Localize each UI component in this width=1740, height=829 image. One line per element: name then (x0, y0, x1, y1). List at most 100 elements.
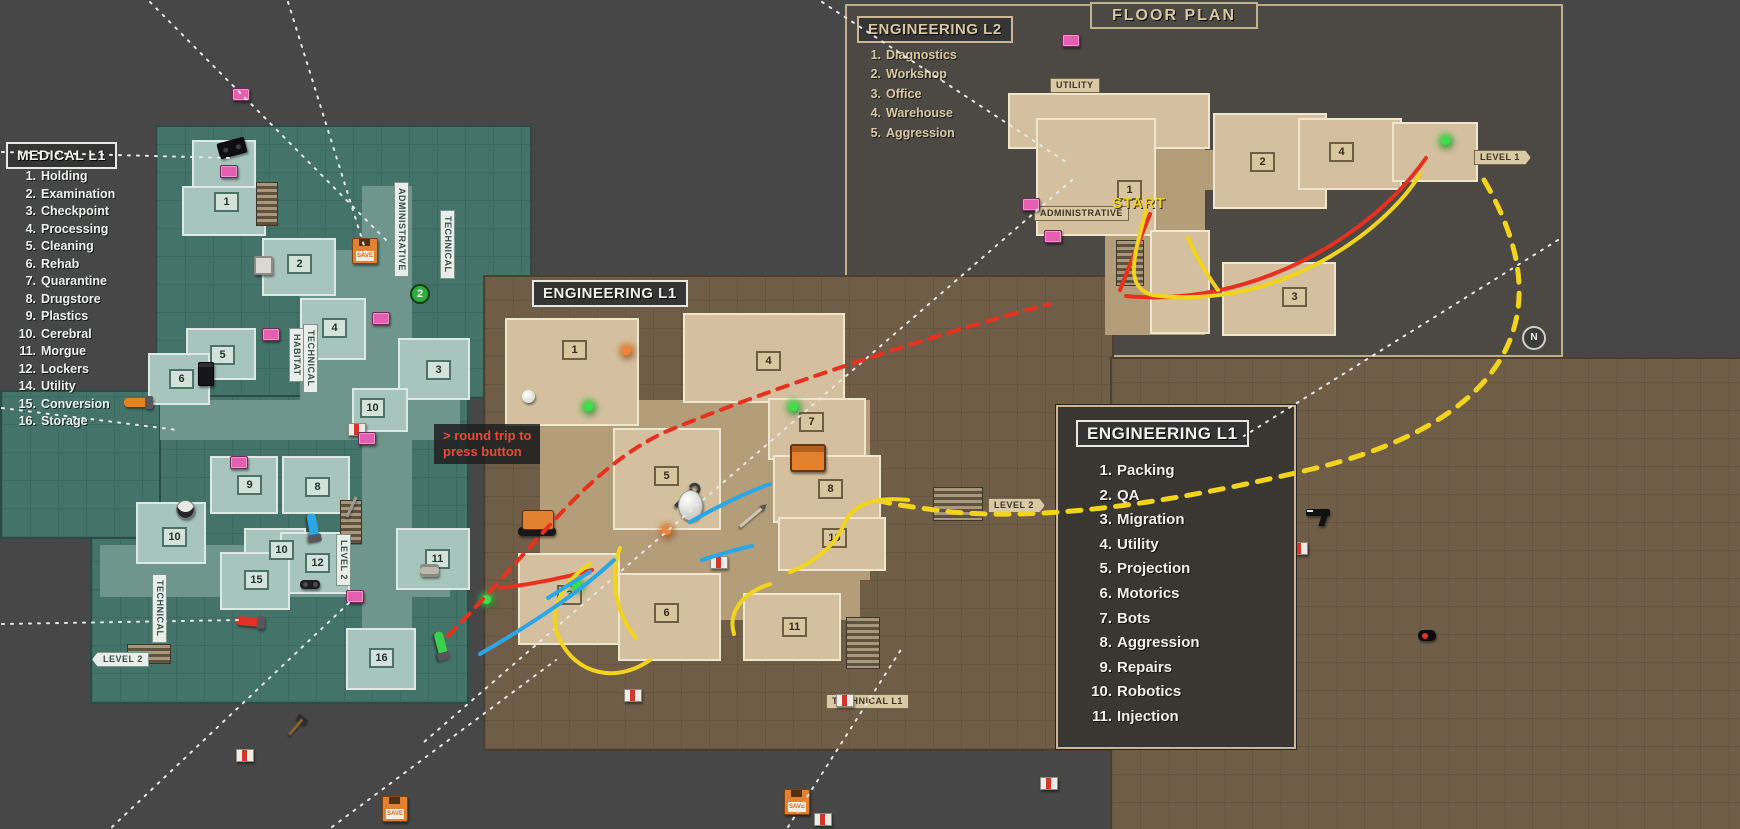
room-number-chip: 2 (1250, 152, 1275, 172)
legend-row: 7.Quarantine (25, 274, 107, 288)
supply-icon (236, 749, 254, 762)
dot-icon (584, 402, 593, 411)
dot-icon (622, 346, 631, 355)
cassette-icon (1022, 198, 1040, 211)
room-number-chip: 1 (214, 192, 239, 212)
staircase (340, 500, 362, 544)
legend-row: 6.Rehab (25, 256, 80, 271)
legend-row: 14.Utility (18, 379, 76, 393)
hand-icon (420, 564, 439, 577)
supply-icon (624, 689, 642, 702)
route-note-line2: press button (443, 444, 522, 459)
legend-row: 5.Projection (1099, 560, 1191, 578)
dot-icon (1441, 136, 1450, 145)
cassette-icon (262, 328, 280, 341)
medical-l1-title: MEDICAL L1 (6, 142, 117, 169)
legend-row: 7.Bots (1099, 609, 1151, 627)
cassette-icon (230, 456, 248, 469)
floppy-icon: SAVE (382, 796, 408, 822)
engineering-l2-room (1222, 262, 1336, 336)
start-label: START (1112, 195, 1166, 212)
map-label-ribbon: LEVEL 1 (1474, 150, 1531, 165)
legend-row: 3.Office (870, 86, 922, 101)
engineering-l2-room (1150, 230, 1210, 334)
engineering-l1-map-title: ENGINEERING L1 (532, 280, 688, 307)
staircase (933, 487, 983, 521)
legend-row: 11.Morgue (19, 344, 87, 358)
legend-row: 10.Robotics (1091, 683, 1182, 701)
map-label-ribbon: ADMINISTRATIVE (394, 182, 409, 277)
room-number-chip: 10 (822, 528, 847, 548)
room-number-chip: 1 (562, 340, 587, 360)
legend-row: 6.Motorics (1099, 584, 1180, 602)
map-label-ribbon: LEVEL 2 (988, 498, 1045, 513)
legend-row: 2.Workshop (870, 67, 947, 82)
legend-row: 1.Diagnostics (870, 48, 957, 62)
room-number-chip: 3 (1282, 287, 1307, 307)
legend-row: 9.Repairs (1099, 658, 1173, 676)
room-number-chip: 12 (305, 553, 330, 573)
room-number-chip: 7 (799, 412, 824, 432)
legend-row: 4.Utility (1099, 535, 1159, 553)
machine-icon (790, 444, 826, 472)
staircase (256, 182, 278, 226)
supply-icon (814, 813, 832, 826)
legend-row: 16.Storage (18, 414, 88, 428)
dot-icon (662, 526, 671, 535)
map-label-ribbon: TECHNICAL (440, 210, 455, 279)
egg-icon (678, 490, 703, 521)
map-label-ribbon: TECHNICAL (303, 324, 318, 393)
cassette-icon (358, 432, 376, 445)
room-number-chip: 10 (162, 527, 187, 547)
floppy-icon: SAVE (352, 238, 378, 264)
hammer-icon (284, 713, 309, 739)
engineering-l2-title: ENGINEERING L2 (857, 16, 1013, 43)
floppy-icon: SAVE (784, 789, 810, 815)
marker-icon (1418, 630, 1436, 641)
room-number-chip: 4 (1329, 142, 1354, 162)
legend-row: 5.Cleaning (25, 239, 94, 253)
staircase (1116, 240, 1144, 286)
room-number-chip: 4 (322, 318, 347, 338)
cassette-icon (372, 312, 390, 325)
room-number-chip: 15 (244, 570, 269, 590)
rover-icon (518, 510, 556, 536)
room-number-chip: 6 (654, 603, 679, 623)
map-badge: 2 (410, 284, 430, 304)
legend-row: 4.Processing (25, 221, 109, 236)
legend-row: 12.Lockers (18, 361, 89, 376)
room-number-chip: 10 (269, 540, 294, 560)
supply-icon (1040, 777, 1058, 790)
cassette-icon (1062, 34, 1080, 47)
medical-corridor (160, 400, 460, 440)
dot-icon (789, 402, 798, 411)
room-number-chip: 2 (287, 254, 312, 274)
room-number-chip: 10 (360, 398, 385, 418)
legend-row: 9.Plastics (25, 309, 89, 323)
staircase (846, 617, 880, 669)
floor-plan-title: FLOOR PLAN (1090, 2, 1258, 29)
map-label-ribbon: HABITAT (289, 328, 304, 382)
map-label-ribbon: UTILITY (1050, 78, 1100, 93)
map-label-ribbon: LEVEL 2 (336, 534, 351, 586)
legend-row: 15.Conversion (18, 396, 110, 411)
room-number-chip: 9 (237, 475, 262, 495)
room-number-chip: 4 (756, 351, 781, 371)
ball-icon (522, 390, 535, 403)
robot-ball-icon (176, 500, 195, 519)
room-number-chip: 11 (782, 617, 807, 637)
room-number-chip: 5 (654, 466, 679, 486)
legend-row: 3.Checkpoint (25, 204, 110, 218)
cube-icon (254, 256, 273, 275)
legend-row: 1.Holding (25, 169, 88, 183)
legend-row: 11.Injection (1091, 707, 1179, 725)
radio-icon (198, 362, 214, 386)
cassette-icon (232, 88, 250, 101)
room-number-chip: 16 (369, 648, 394, 668)
cassette-icon (1044, 230, 1062, 243)
compass-north: N (1522, 326, 1546, 350)
